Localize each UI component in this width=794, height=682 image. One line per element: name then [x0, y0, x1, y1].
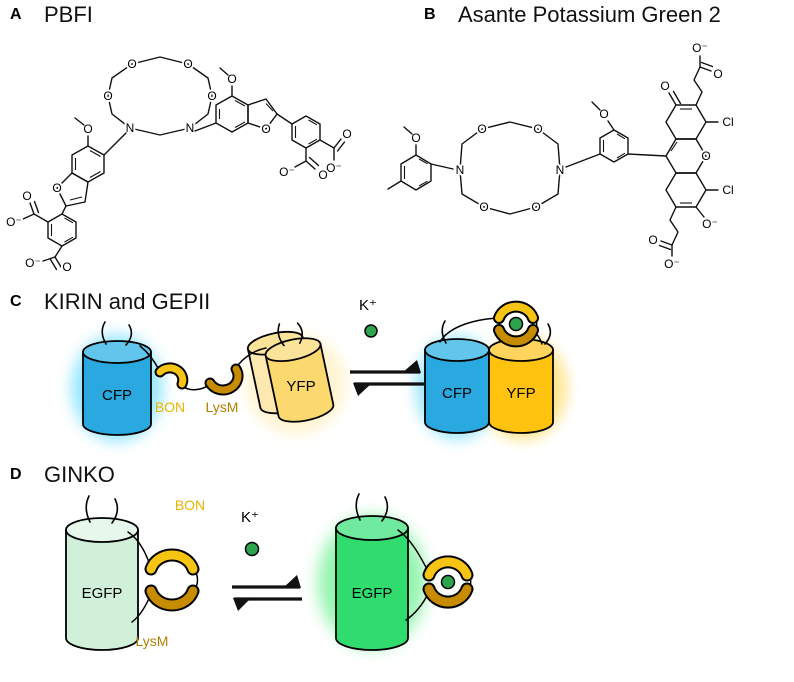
atom-o: O [83, 122, 92, 136]
crown-ether-ring: N N O O O O [454, 120, 567, 216]
benzofuran-left: O O [50, 117, 127, 215]
lysm-label: LysM [206, 399, 239, 415]
panel-a-tag: A [10, 6, 22, 23]
atom-o: O [701, 149, 710, 163]
panel-b-tag: B [424, 6, 436, 23]
anisole-ring: O [565, 101, 667, 168]
potassium-ion-bound [508, 316, 524, 332]
atom-cl: Cl [722, 183, 733, 197]
xanthene-core: O O Cl Cl O⁻ [658, 77, 735, 233]
atom-o: O [261, 122, 270, 136]
tolyl-ring: O [387, 126, 454, 191]
pbfi-structure: O O O O N N O O [4, 55, 354, 276]
atom-o: O [599, 107, 608, 121]
atom-o: O [648, 233, 657, 247]
kirin-gepii-diagram: CFP YFP BON LysM K⁺ [71, 297, 567, 442]
isophthalate-right: O O⁻ O⁻ O [277, 115, 354, 184]
yfp-bound-label: YFP [506, 385, 535, 402]
cfp-cylinder: CFP [82, 321, 152, 436]
atom-n: N [556, 163, 565, 177]
yfp-cylinder [246, 322, 335, 423]
lysm-domain-bound [422, 582, 474, 609]
panel-d-title: GINKO [44, 462, 115, 487]
yfp-label: YFP [286, 378, 315, 395]
atom-o-minus: O⁻ [6, 215, 22, 229]
atom-n: N [186, 121, 195, 135]
atom-o: O [227, 72, 236, 86]
atom-n: N [126, 121, 135, 135]
atom-o: O [103, 89, 112, 103]
atom-o: O [533, 122, 542, 136]
cfp-cylinder-bound: CFP [424, 320, 490, 434]
atom-o: O [22, 189, 31, 203]
atom-o: O [183, 57, 192, 71]
atom-o-minus: O⁻ [279, 165, 295, 179]
bon-domain-bound [422, 555, 474, 582]
potassium-label: K⁺ [241, 509, 259, 526]
potassium-ion [364, 324, 378, 338]
potassium-ion [244, 541, 260, 557]
egfp-cylinder-bound: EGFP [335, 493, 409, 651]
lysm-domain [144, 584, 200, 612]
atom-o: O [62, 260, 71, 274]
atom-o-minus: O⁻ [326, 161, 342, 175]
benzofuran-right: O O [194, 67, 293, 138]
atom-o-minus: O⁻ [25, 256, 41, 270]
panel-d-tag: D [10, 466, 22, 483]
lysm-domain [204, 363, 244, 396]
equilibrium-arrows [350, 360, 424, 396]
potassium-ion-bound [440, 574, 456, 590]
egfp-label: EGFP [82, 585, 123, 602]
atom-cl: Cl [722, 115, 733, 129]
bon-domain [144, 548, 200, 576]
atom-o: O [318, 168, 327, 182]
panel-a-title: PBFI [44, 2, 93, 27]
propionate-top: O O⁻ [690, 39, 725, 106]
lysm-label: LysM [136, 633, 169, 649]
atom-n: N [456, 163, 465, 177]
lysm-domain-bound [493, 324, 539, 348]
bon-label: BON [175, 497, 205, 513]
equilibrium-arrows [232, 575, 302, 611]
panel-c-title: KIRIN and GEPII [44, 289, 211, 314]
atom-o-minus: O⁻ [692, 41, 708, 55]
bon-domain-bound [493, 300, 539, 324]
egfp-bound-label: EGFP [352, 585, 393, 602]
isophthalate-left: O O⁻ O⁻ O [4, 187, 77, 276]
atom-o: O [660, 79, 669, 93]
cfp-label: CFP [102, 387, 132, 404]
atom-o: O [477, 122, 486, 136]
atom-o-minus: O⁻ [664, 257, 680, 271]
atom-o-minus: O⁻ [702, 217, 718, 231]
atom-o: O [531, 200, 540, 214]
atom-o: O [207, 89, 216, 103]
potassium-label: K⁺ [359, 297, 377, 314]
atom-o: O [411, 131, 420, 145]
egfp-cylinder: EGFP [65, 495, 139, 651]
atom-o: O [342, 127, 351, 141]
ginko-diagram: EGFP BON LysM K⁺ [65, 493, 474, 651]
cfp-bound-label: CFP [442, 385, 472, 402]
atom-o: O [52, 181, 61, 195]
panel-c-tag: C [10, 293, 22, 310]
atom-o: O [713, 67, 722, 81]
bon-domain [154, 362, 189, 390]
bon-label: BON [155, 399, 185, 415]
atom-o: O [127, 57, 136, 71]
apg2-structure: O N N O O O O O [387, 39, 736, 273]
crown-ether-ring: O O O O N N [101, 55, 218, 137]
propionate-bottom: O O⁻ [646, 206, 682, 273]
panel-b-title: Asante Potassium Green 2 [458, 2, 721, 27]
atom-o: O [479, 200, 488, 214]
